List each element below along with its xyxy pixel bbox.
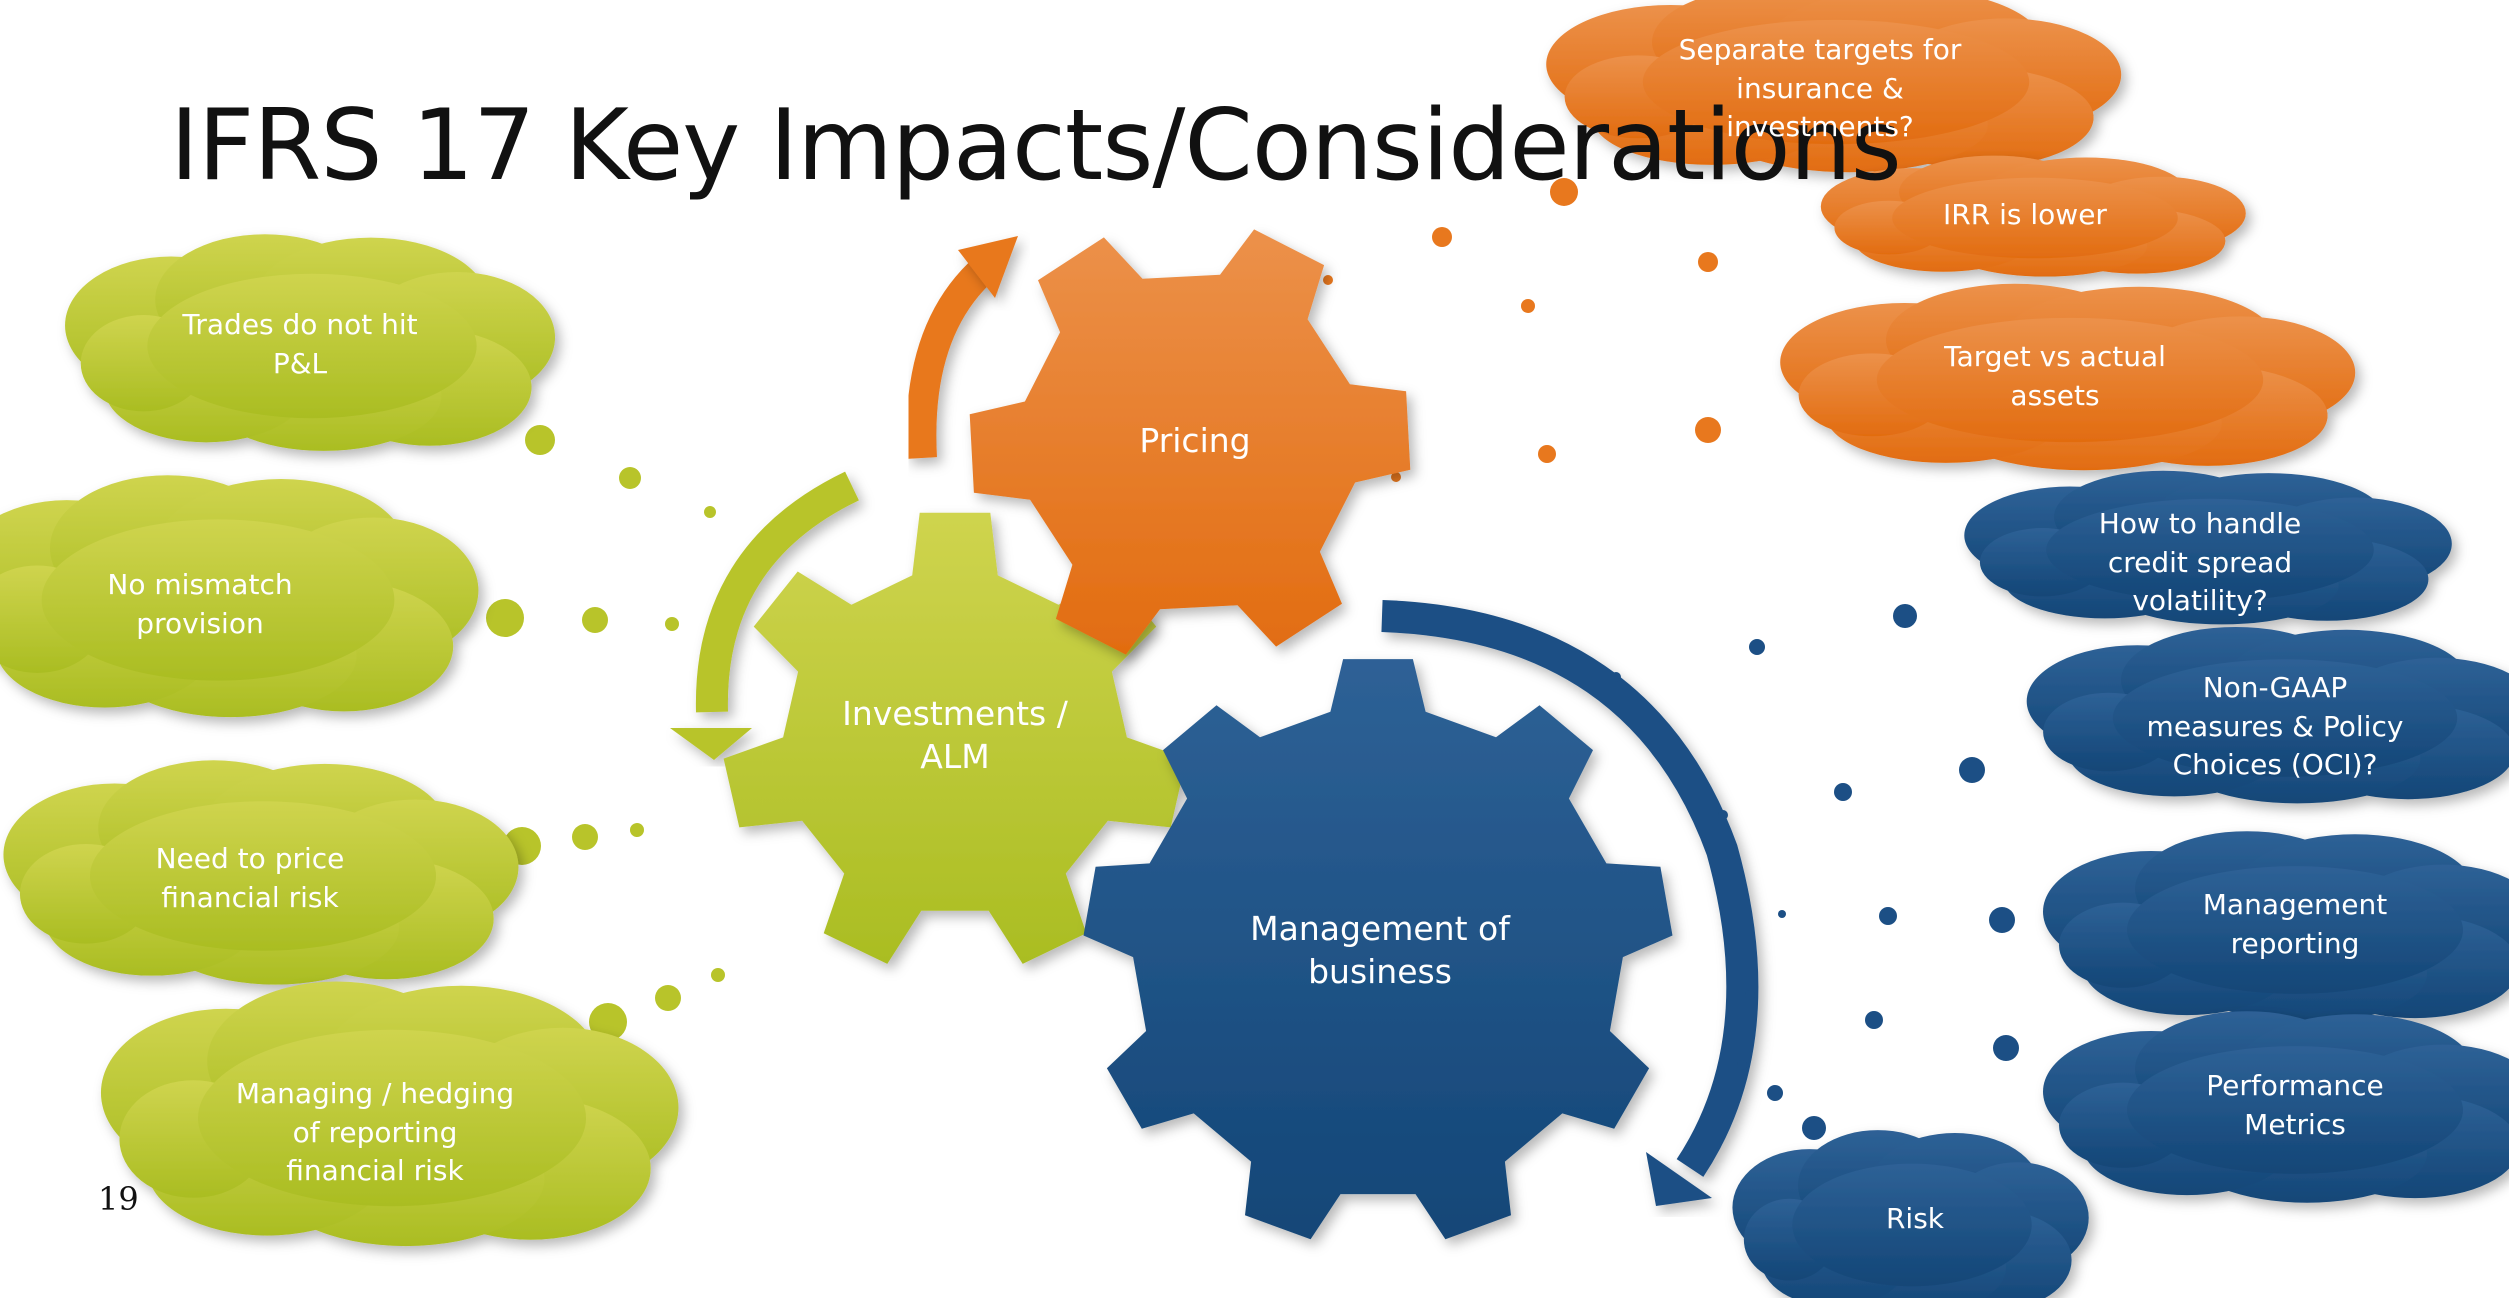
gear-label-management: Management of business [1210,908,1550,994]
arrow-blue [1381,600,1759,1206]
connector-dot [486,599,524,637]
cloud-text-irr: IRR is lower [1905,190,2145,240]
cloud-text-performance: Performance Metrics [2165,1051,2425,1161]
connector-dot [711,968,725,982]
cloud-mismatch [0,475,479,718]
cloud-label-credit-spread: How to handle credit spread volatility? [2098,507,2302,618]
cloud-text-trades: Trades do not hit P&L [165,290,435,400]
cloud-risk [1732,1130,2089,1298]
connector-dot [655,985,681,1011]
connector-dot [665,617,679,631]
connector-dot [1993,1035,2019,1061]
gear-label-pricing: Pricing [1095,420,1295,463]
connector-dot [1959,757,1985,783]
cloud-label-risk: Risk [1885,1201,1945,1235]
cloud-text-mismatch: No mismatch provision [90,550,310,660]
connector-dot [1737,1060,1747,1070]
cloud-label-performance: Performance Metrics [2206,1069,2384,1141]
cloud-text-separate-targets: Separate targets for insurance & investm… [1655,14,1985,164]
cloud-label-trades: Trades do not hit P&L [182,308,418,380]
gear-label-management-text: Management of business [1250,909,1510,991]
arrow-orange [906,236,1018,459]
connector-dot [1698,252,1718,272]
cloud-text-target-actual: Target vs actual assets [1915,322,2195,432]
gear-label-investments-text: Investments / ALM [842,694,1068,776]
cloud-label-irr: IRR is lower [1943,197,2107,231]
connector-dot [1749,639,1765,655]
connector-dot [1695,417,1721,443]
connector-dot [589,1003,627,1041]
connector-dot [1745,990,1755,1000]
connector-dot [1391,472,1401,482]
connector-dot [1834,783,1852,801]
connector-dot [582,607,608,633]
connector-dot [1718,810,1728,820]
cloud-text-price-risk: Need to price financial risk [140,824,360,934]
connector-dot [1323,275,1333,285]
arrow-green [670,471,859,760]
cloud-trades [65,234,556,451]
cloud-label-mismatch: No mismatch provision [107,568,293,640]
cloud-hedging [100,981,679,1247]
connector-dot [572,824,598,850]
cloud-credit-spread [1964,470,2452,625]
gear-layer [723,229,1673,1240]
cloud-text-risk: Risk [1835,1194,1995,1244]
connector-dot [1432,227,1452,247]
connector-dot [1989,907,2015,933]
cloud-non-gaap [2026,627,2509,804]
connector-dot [1767,1085,1783,1101]
cloud-target-actual [1780,283,2356,471]
connector-dot [1521,299,1535,313]
connector-dot [1611,672,1621,682]
connector-dot [1550,178,1578,206]
cloud-separate-targets [1546,0,2122,173]
gear-pricing [969,229,1411,655]
cloud-text-non-gaap: Non-GAAP measures & Policy Choices (OCI)… [2135,652,2415,802]
connector-dot [1865,1011,1883,1029]
gear-management [1083,659,1673,1240]
gear-label-pricing-text: Pricing [1139,421,1251,460]
page-number: 19 [98,1180,139,1218]
connector-dot [1538,445,1556,463]
cloud-price-risk [3,760,519,985]
cloud-label-mgmt-reporting: Management reporting [2202,888,2388,960]
arrow-layer [670,236,1759,1206]
cloud-text-mgmt-reporting: Management reporting [2165,870,2425,980]
cloud-label-separate-targets: Separate targets for insurance & investm… [1678,33,1962,144]
cloud-label-price-risk: Need to price financial risk [155,842,345,914]
cloud-text-credit-spread: How to handle credit spread volatility? [2075,488,2325,638]
connector-dot [525,425,555,455]
connector-dot [1893,604,1917,628]
cloud-mgmt-reporting [2043,831,2509,1023]
cloud-label-hedging: Managing / hedging of reporting financia… [235,1077,515,1188]
connector-dot [1879,907,1897,925]
connector-dot [630,823,644,837]
gear-label-investments: Investments / ALM [825,693,1085,779]
connector-dot [619,467,641,489]
cloud-text-hedging: Managing / hedging of reporting financia… [230,1058,520,1208]
cloud-label-non-gaap: Non-GAAP measures & Policy Choices (OCI)… [2146,671,2404,782]
cloud-irr [1820,155,2246,277]
connector-dot [704,506,716,518]
slide-title: IFRS 17 Key Impacts/Considerations [170,89,1902,203]
cloud-label-target-actual: Target vs actual assets [1944,340,2166,412]
cloud-performance [2043,1011,2509,1203]
connector-dot [1778,910,1786,918]
connector-dot [1802,1116,1826,1140]
